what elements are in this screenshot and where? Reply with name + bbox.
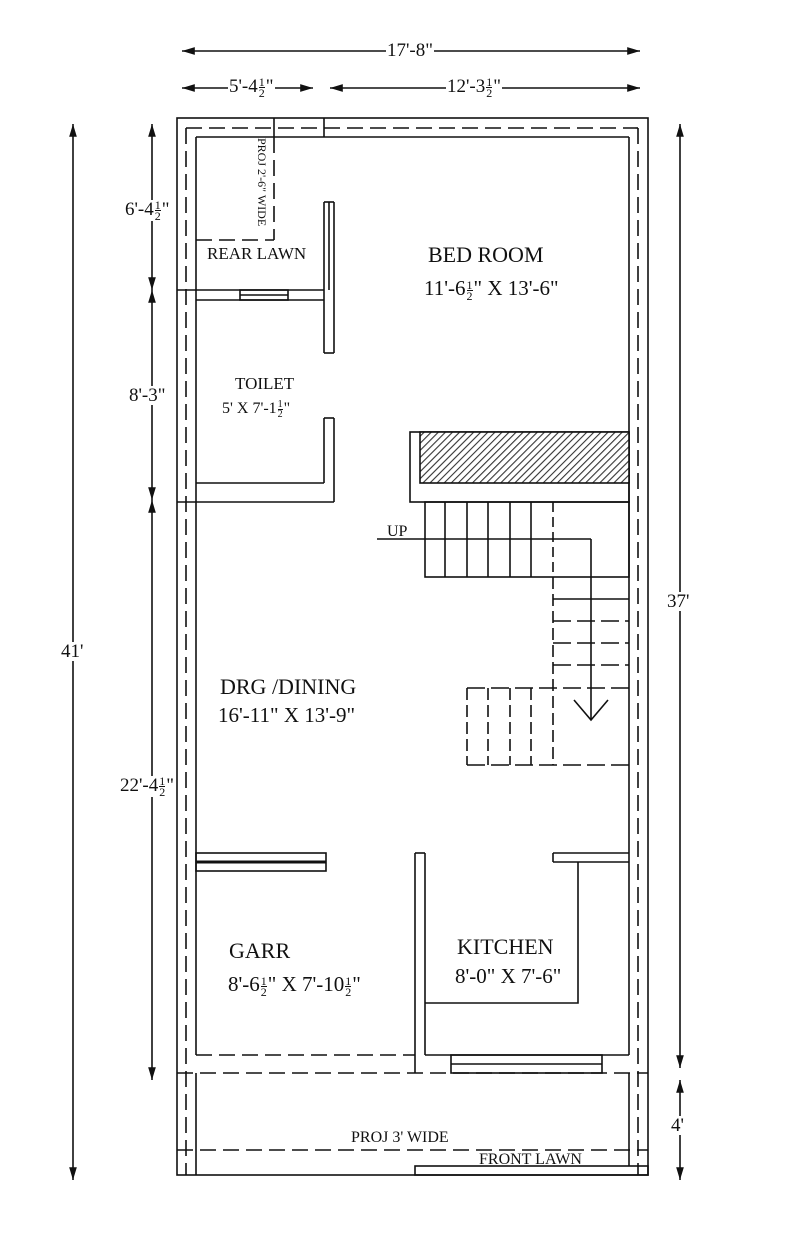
room-label-toilet: TOILET [235, 374, 295, 393]
dim-whole: 12'-3 [447, 76, 486, 97]
outer-walls [176, 117, 649, 1176]
dimension-total-width: 17'-8" [386, 40, 435, 61]
garage-partition [195, 852, 327, 872]
projection-dashed-lines [177, 127, 648, 1175]
staircase [377, 501, 630, 766]
room-dim-drawing-dining: 16'-11" X 13'-9" [218, 703, 356, 727]
label-front-projection: PROJ 3' WIDE [351, 1129, 449, 1146]
toilet-walls [177, 201, 335, 503]
room-label-garage: GARR [229, 938, 291, 963]
dimension-right-main: 37' [666, 591, 691, 612]
kitchen-walls [414, 852, 629, 1074]
dim-whole: 5'-4 [229, 76, 258, 97]
room-dim-kitchen: 8'-0" X 7'-6" [455, 964, 562, 988]
stair-landing [409, 431, 630, 503]
label-rear-lawn: REAR LAWN [207, 244, 307, 263]
left-dimension-lines [69, 124, 156, 1180]
front-lawn-wall [414, 1157, 649, 1176]
dimension-right-front: 4' [670, 1115, 685, 1136]
label-stair-up: UP [387, 523, 408, 540]
room-label-bedroom: BED ROOM [428, 242, 544, 267]
label-front-lawn: FRONT LAWN [479, 1151, 582, 1168]
label-rear-projection: PROJ 2'-6" WIDE [255, 138, 269, 227]
dimension-total-depth: 41' [60, 641, 85, 662]
dimension-toilet-depth: 8'-3" [128, 385, 167, 406]
room-label-kitchen: KITCHEN [457, 934, 554, 959]
room-label-drawing-dining: DRG /DINING [220, 674, 357, 699]
